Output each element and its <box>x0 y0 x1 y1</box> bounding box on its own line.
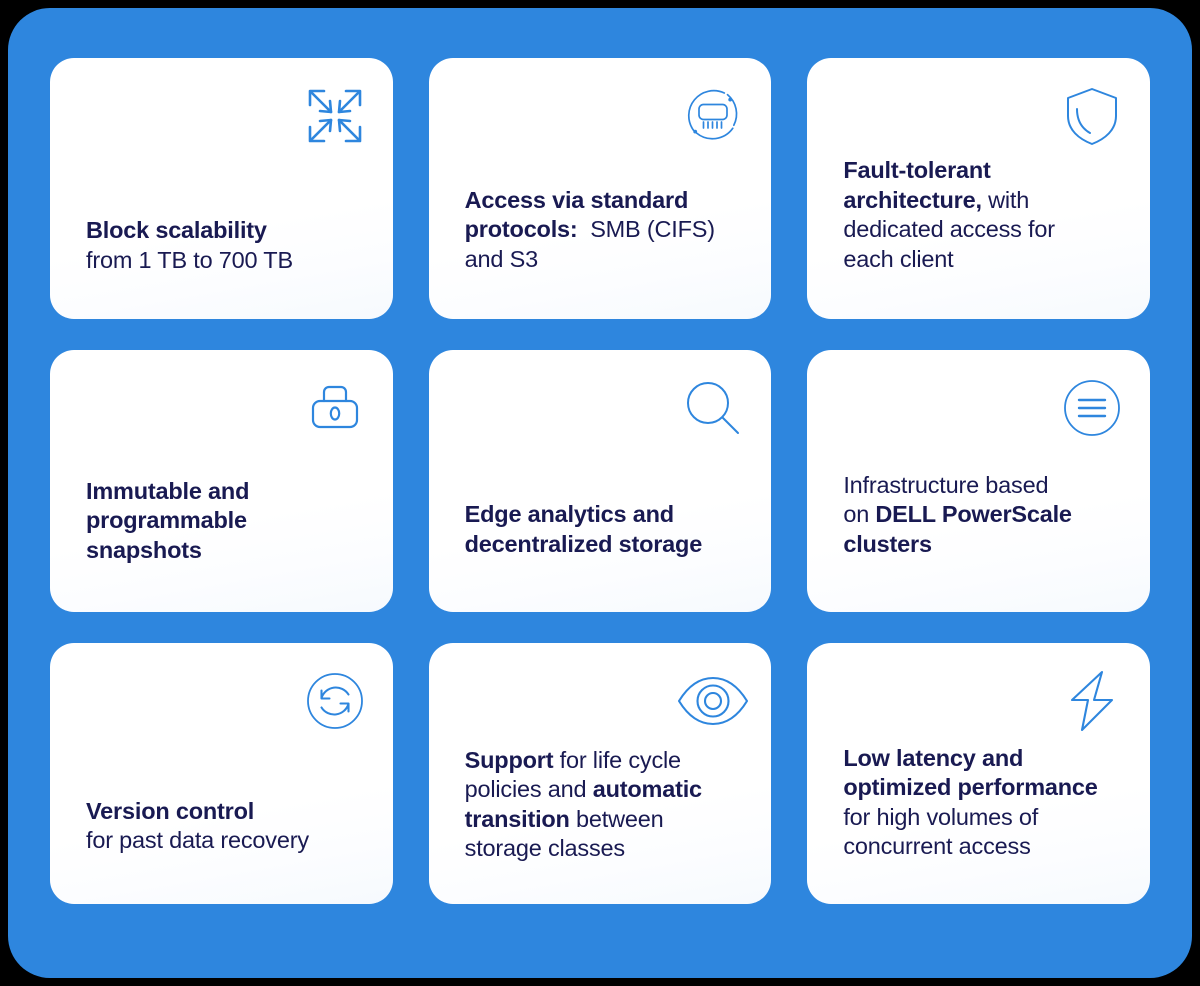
lightning-bolt-icon <box>1060 669 1124 733</box>
shield-icon <box>1060 84 1124 148</box>
menu-circle-icon <box>1060 376 1124 440</box>
expand-arrows-icon <box>303 84 367 148</box>
memory-chip-icon <box>681 84 745 148</box>
sync-circle-icon <box>303 669 367 733</box>
padlock-icon <box>303 376 367 440</box>
magnifier-icon <box>681 376 745 440</box>
eye-icon <box>678 669 749 733</box>
